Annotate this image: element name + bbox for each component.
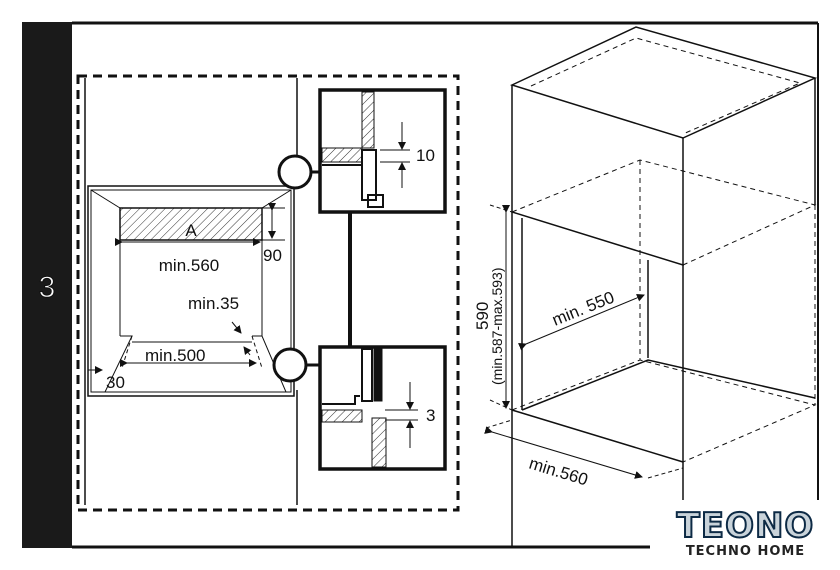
dim-height: 590 bbox=[473, 302, 492, 330]
dim-height-top: 90 bbox=[263, 246, 282, 265]
logo-tagline: TECHNO HOME bbox=[685, 544, 806, 559]
dim-side: 30 bbox=[106, 373, 125, 392]
cabinet-3d-drawing: 590 (min.587-max.593) min. 550 min.560 bbox=[473, 26, 818, 548]
logo-brand: TEONO bbox=[676, 506, 815, 546]
zone-label: A bbox=[185, 221, 197, 240]
detail-bottom: 3 bbox=[318, 345, 447, 471]
dim-height-range: (min.587-max.593) bbox=[489, 268, 505, 386]
dim-depth: min. 550 bbox=[549, 288, 617, 330]
detail-top-gap: 10 bbox=[416, 146, 435, 165]
detail-top: 10 bbox=[318, 88, 447, 214]
step-number: 3 bbox=[39, 271, 56, 304]
dim-gap: min.35 bbox=[188, 294, 239, 313]
step-sidebar bbox=[22, 22, 72, 548]
watermark-logo: TEONO TECHNO HOME bbox=[658, 506, 833, 564]
detail-bottom-gap: 3 bbox=[426, 406, 435, 425]
dim-width-top: min.560 bbox=[159, 256, 219, 275]
front-view-drawing: A min.560 90 min.35 min.500 30 10 bbox=[76, 74, 460, 512]
dim-width-bottom: min.500 bbox=[145, 346, 205, 365]
